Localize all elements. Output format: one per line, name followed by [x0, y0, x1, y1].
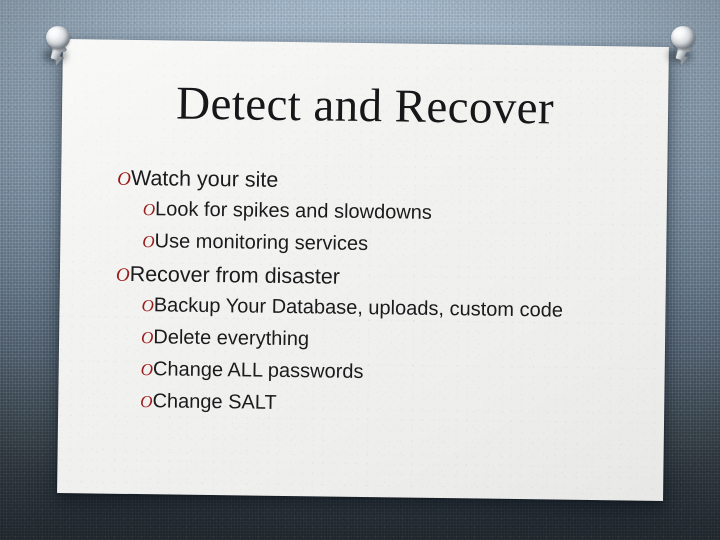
- bullet-text: Change ALL passwords: [152, 358, 364, 384]
- bullet-marker-icon: O: [115, 264, 130, 286]
- bullet-marker-icon: O: [142, 200, 156, 220]
- slide-content: Detect and Recover O Watch your site O L…: [57, 39, 669, 501]
- bullet-marker-icon: O: [140, 392, 153, 412]
- bullet-text: Watch your site: [130, 165, 279, 192]
- bullet-text: Recover from disaster: [129, 261, 341, 289]
- paper-sheet: Detect and Recover O Watch your site O L…: [57, 39, 669, 501]
- bullet-text: Backup Your Database, uploads, custom co…: [153, 294, 564, 322]
- bullet-marker-icon: O: [142, 232, 155, 252]
- bullet-list: O Watch your site O Look for spikes and …: [114, 166, 649, 429]
- slide-title: Detect and Recover: [175, 77, 555, 135]
- bullet-text: Change SALT: [152, 390, 277, 414]
- bullet-marker-icon: O: [140, 328, 154, 348]
- bullet-marker-icon: O: [117, 168, 132, 190]
- bullet-text: Use monitoring services: [154, 230, 369, 256]
- bullet-text: Delete everything: [153, 326, 310, 351]
- bullet-marker-icon: O: [141, 296, 154, 316]
- bullet-marker-icon: O: [140, 360, 154, 380]
- bullet-item-change-salt: O Change SALT: [140, 390, 646, 429]
- bullet-text: Look for spikes and slowdowns: [154, 198, 433, 224]
